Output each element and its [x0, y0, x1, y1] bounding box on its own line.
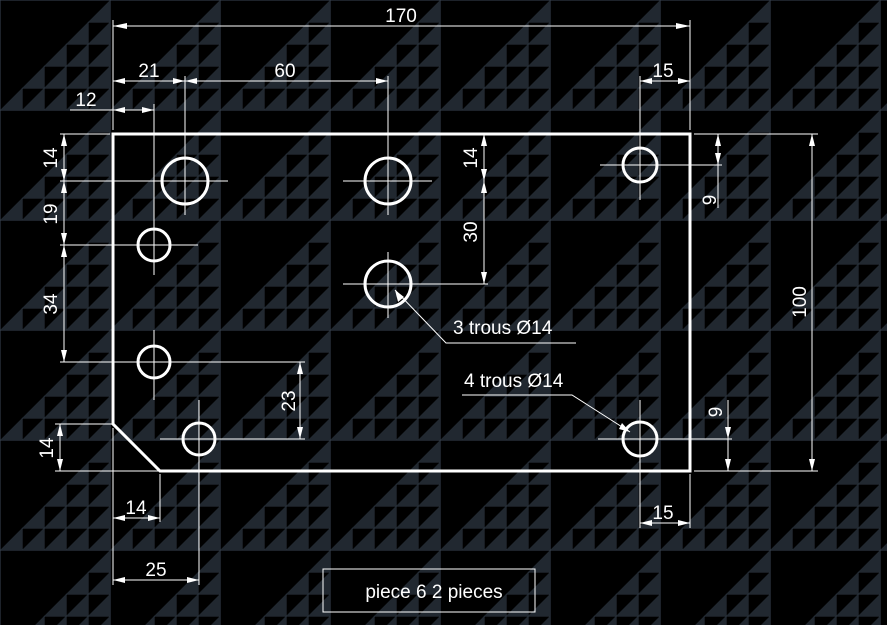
dim-center-hole-gap: 30 [461, 221, 482, 242]
dim-bottom-hole-offset: 25 [145, 560, 166, 581]
dim-hole1-to-hole2: 60 [274, 61, 295, 82]
title-box-frame [322, 568, 536, 613]
dim-bottom-right-offset: 15 [652, 503, 673, 524]
extension-lines [55, 20, 818, 585]
dim-right-edge-to-hole: 15 [652, 61, 673, 82]
dim-chamfer-height: 14 [37, 437, 58, 459]
dim-overall-width: 170 [385, 6, 417, 27]
dim-left-to-hole1: 21 [138, 61, 159, 82]
title-box: piece 6 2 pieces [322, 568, 536, 613]
dimension-lines [57, 23, 815, 583]
title-box-label: piece 6 2 pieces [365, 582, 502, 603]
leader-lines [394, 289, 631, 433]
note-three-holes: 3 trous Ø14 [453, 318, 553, 339]
part-outline [111, 132, 692, 473]
dim-center-hole-top: 14 [461, 147, 482, 169]
dim-top-to-hole-row: 14 [41, 147, 62, 169]
dim-lower-hole-height: 23 [279, 390, 300, 411]
dim-hole-row-to-left-hole: 19 [41, 203, 62, 224]
note-four-holes: 4 trous Ø14 [464, 371, 564, 392]
dim-right-bottom-hole-offset: 9 [706, 407, 727, 418]
dim-right-top-hole-offset: 9 [700, 195, 721, 206]
dimension-texts: 170 21 60 15 12 14 19 34 14 30 100 9 9 2… [37, 6, 811, 581]
dim-overall-height: 100 [790, 286, 811, 318]
dim-chamfer-width: 14 [125, 498, 147, 519]
dim-left-to-small-hole: 12 [75, 90, 96, 111]
dim-left-hole-spacing: 34 [41, 293, 62, 315]
